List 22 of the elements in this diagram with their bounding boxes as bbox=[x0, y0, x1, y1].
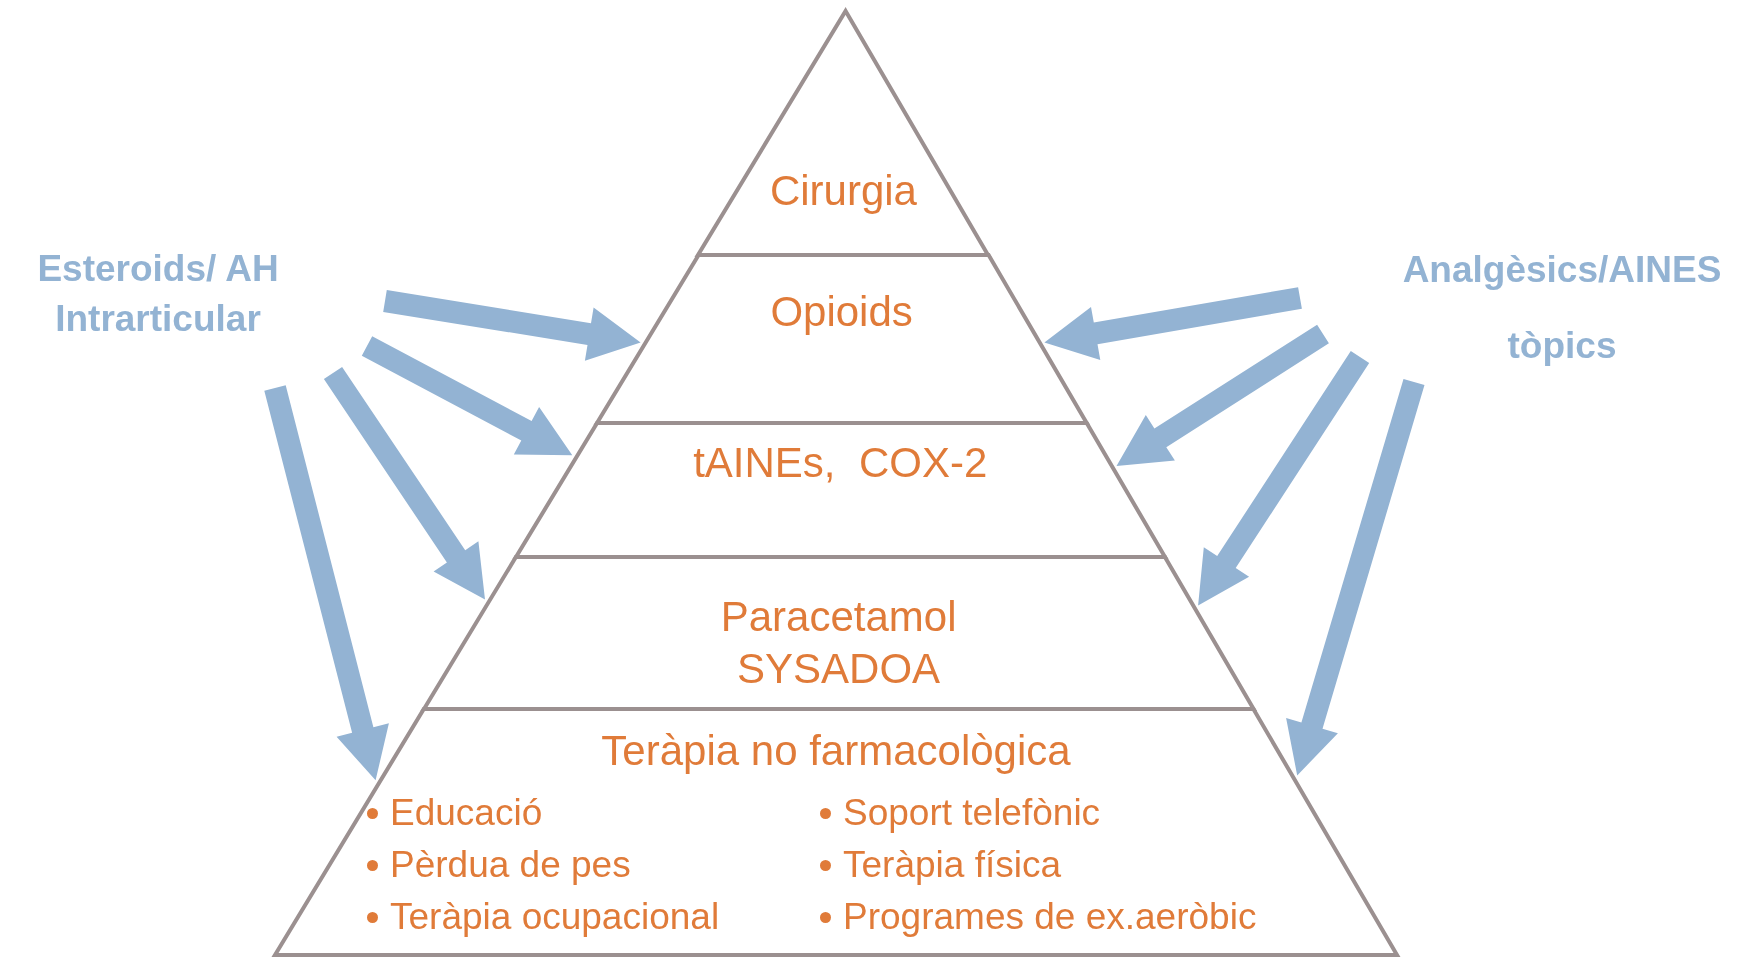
level-label: Paracetamol SYSADOA bbox=[719, 592, 958, 694]
level-label: Opioids bbox=[770, 287, 913, 337]
side-label: Analgèsics/AINES tòpics bbox=[1370, 232, 1754, 384]
pyramid-level bbox=[423, 557, 1254, 709]
list-item-text: Teràpia ocupacional bbox=[390, 895, 720, 939]
block-arrow bbox=[1116, 324, 1329, 466]
block-arrow bbox=[264, 385, 389, 781]
list-item-text: Educació bbox=[390, 791, 543, 835]
level-label: Teràpia no farmacològica bbox=[601, 726, 1071, 776]
side-label: Esteroids/ AH Intrarticular bbox=[8, 244, 308, 344]
block-arrow bbox=[323, 366, 485, 600]
block-arrow bbox=[1198, 351, 1370, 606]
block-arrow bbox=[1286, 378, 1425, 776]
block-arrow bbox=[1044, 287, 1302, 361]
level-label: tAINEs, COX-2 bbox=[693, 438, 988, 488]
pyramid-level bbox=[596, 255, 1087, 423]
list-item-text: Pèrdua de pes bbox=[390, 843, 631, 887]
list-item-text: Soport telefònic bbox=[843, 791, 1101, 835]
block-arrow bbox=[383, 290, 641, 361]
list-item-text: Teràpia física bbox=[843, 843, 1061, 887]
block-arrow bbox=[361, 336, 573, 456]
list-item-text: Programes de ex.aeròbic bbox=[843, 895, 1257, 939]
